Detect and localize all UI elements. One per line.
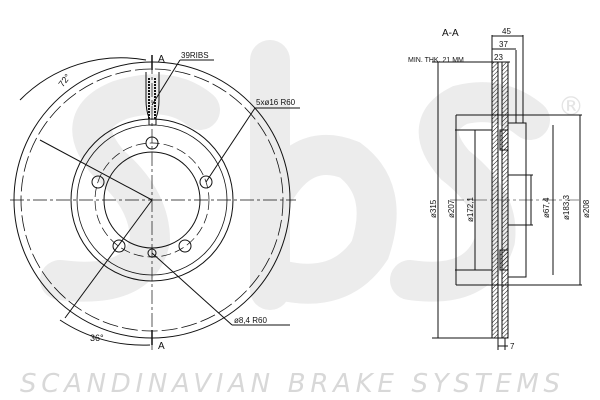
dim-d208: ø208 [582,199,591,218]
small-hole-label: ø8,4 R60 [234,316,267,325]
dim-d183: ø183,3 [562,195,571,220]
dim-d207: ø207 [447,199,456,218]
dim-23: 23 [494,53,503,62]
bolt-hole [145,136,159,150]
section-labels: A-A MIN. THK. 21 MM 45 37 23 7 ø315 ø207… [408,27,591,351]
bolt-hole [199,175,213,189]
bolt-hole [112,239,126,253]
bolt-holes-label: 5xø16 R60 [256,98,296,107]
section-title: A-A [442,28,459,39]
angle-36-arc [59,319,151,346]
section-mark-bottom: A [158,341,165,352]
min-thickness-label: MIN. THK. 21 MM [408,57,464,64]
front-view [10,55,300,350]
watermark-tagline: SCANDINAVIAN BRAKE SYSTEMS [20,369,560,399]
angle-top-label: 72° [56,72,73,89]
angle-bottom-label: 36° [90,333,104,343]
small-hole [147,248,157,258]
section-mark-top: A [158,54,165,65]
bolt-hole [91,175,105,189]
bolt-hole [178,239,192,253]
dim-d315: ø315 [429,199,438,218]
section-view [432,35,582,350]
watermark: SCANDINAVIAN BRAKE SYSTEMS ® [20,40,584,399]
dim-45: 45 [502,27,511,36]
angle-72-arc [19,57,147,101]
dim-d67: ø67,4 [542,197,551,218]
hat-outer [70,118,234,282]
rib-section [145,72,160,126]
center-bore [103,151,201,249]
ribs-label: 39RIBS [181,51,209,60]
dim-37: 37 [499,40,508,49]
dim-7: 7 [510,342,515,351]
dim-d172: ø172,1 [466,197,475,222]
watermark-logo [40,40,550,310]
